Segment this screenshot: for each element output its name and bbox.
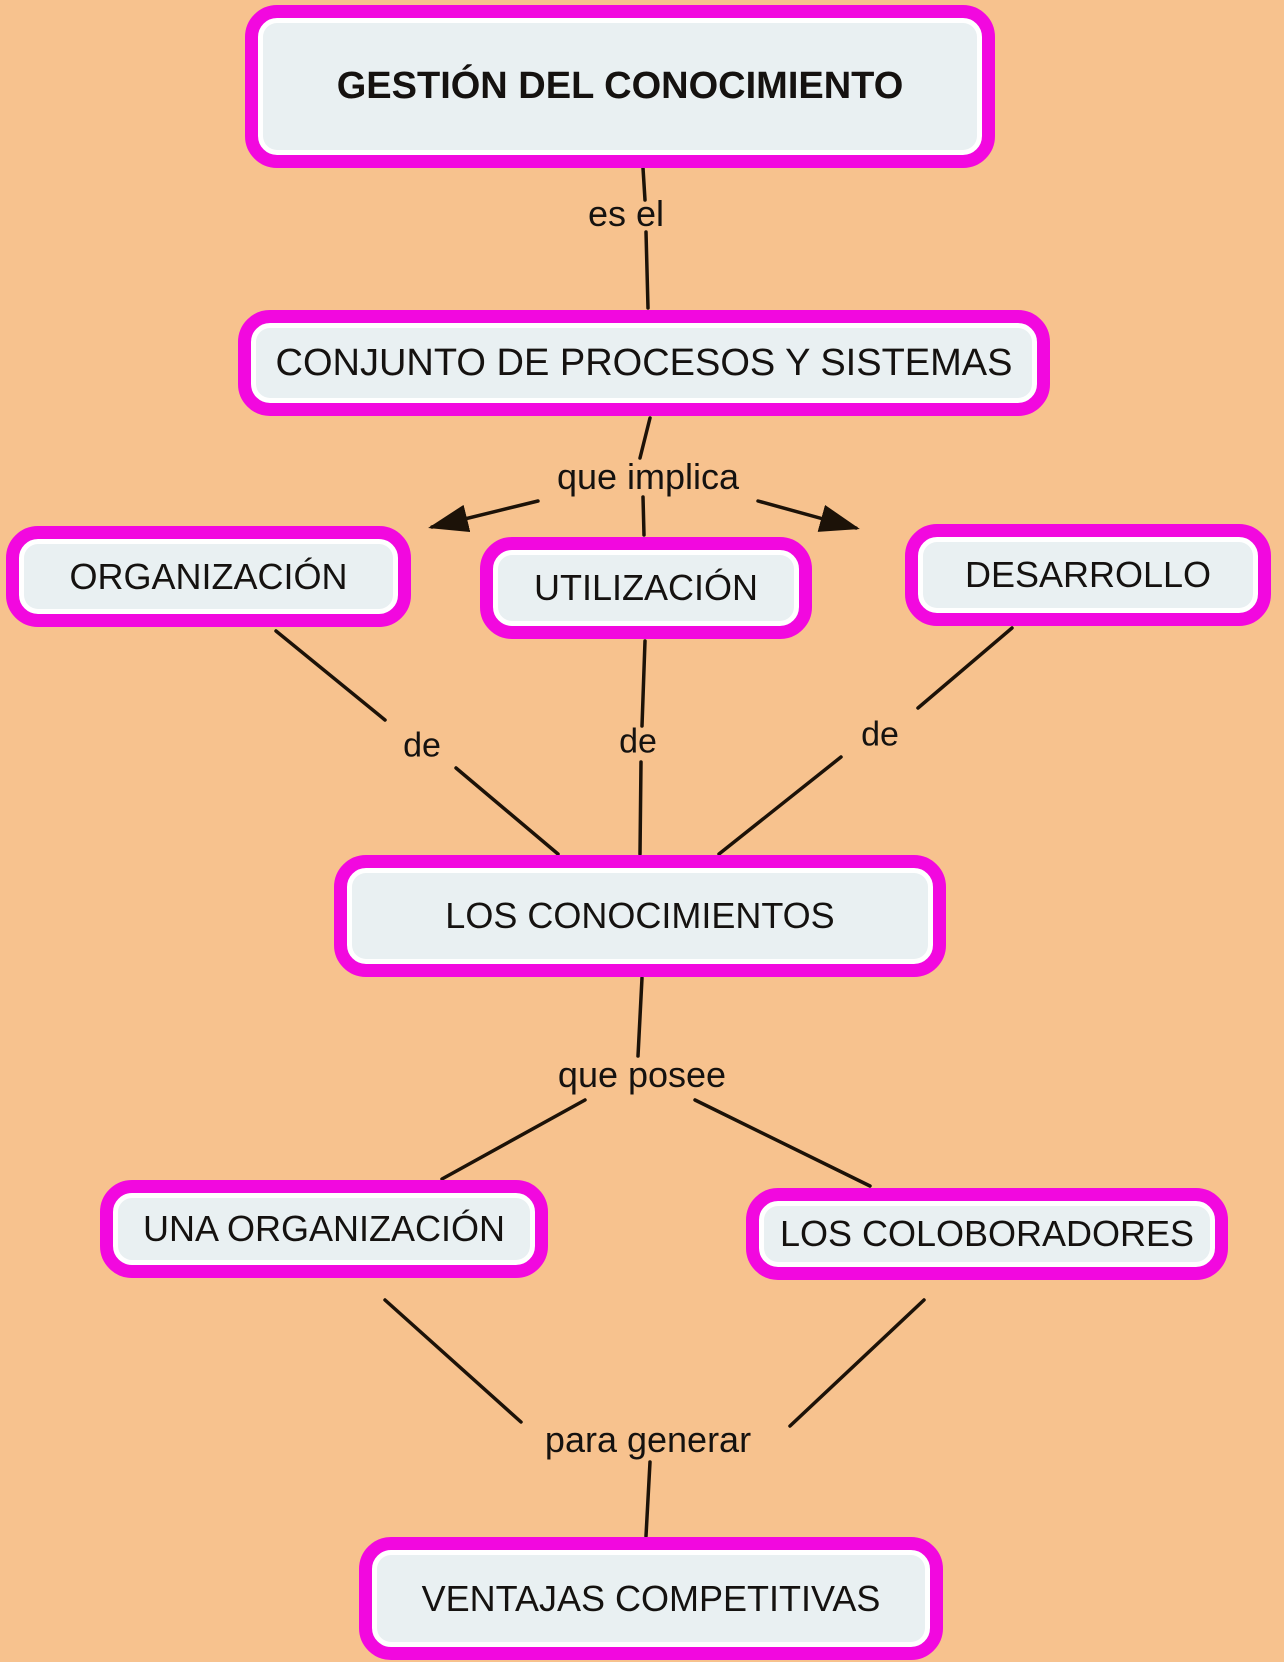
edge-label-que-implica: que implica (556, 456, 740, 497)
node-desarrollo: DESARROLLO (905, 524, 1271, 626)
node-label: LOS COLOBORADORES (779, 1213, 1195, 1254)
edge-label-para-generar: para generar (544, 1419, 752, 1460)
edge-queimplica-to-utilizacion (641, 495, 646, 537)
edge-organizacion-to-de (274, 629, 387, 722)
node-label: CONJUNTO DE PROCESOS Y SISTEMAS (275, 341, 1013, 384)
node-gestion-del-conocimiento: GESTIÓN DEL CONOCIMIENTO (245, 5, 995, 168)
edge-desarrollo-to-de (916, 626, 1014, 710)
edge-unaorganizacion-to-parageneral (383, 1298, 523, 1424)
node-ventajas-competitivas: VENTAJAS COMPETITIVAS (359, 1537, 943, 1660)
node-label: ORGANIZACIÓN (69, 555, 348, 597)
node-organizacion: ORGANIZACIÓN (6, 526, 411, 627)
edge-de-to-conocimientos-center (638, 760, 643, 856)
node-label: DESARROLLO (964, 554, 1212, 595)
edge-utilizacion-to-de (640, 639, 647, 728)
edge-label-que-posee: que posee (557, 1054, 727, 1095)
node-una-organizacion: UNA ORGANIZACIÓN (100, 1180, 548, 1278)
edge-colaboradores-to-parageneral (788, 1298, 926, 1428)
node-label: UTILIZACIÓN (533, 567, 758, 608)
edge-esel-to-conjunto (644, 230, 650, 310)
node-utilizacion: UTILIZACIÓN (480, 537, 812, 639)
edge-conjunto-to-queimplica (638, 416, 652, 460)
node-label: VENTAJAS COMPETITIVAS (421, 1577, 881, 1619)
node-conjunto-de-procesos-y-sistemas: CONJUNTO DE PROCESOS Y SISTEMAS (238, 310, 1050, 416)
edge-queimplica-to-organizacion-arrow (428, 499, 540, 533)
node-label: GESTIÓN DEL CONOCIMIENTO (336, 65, 904, 107)
edge-label-es-el: es el (587, 193, 665, 234)
node-los-coloboradores: LOS COLOBORADORES (746, 1188, 1228, 1280)
edge-queimplica-to-desarrollo-arrow (756, 499, 860, 532)
edge-label-de-left: de (403, 726, 441, 765)
node-label: LOS CONOCIMIENTOS (445, 895, 835, 936)
edge-gestion-to-esel (641, 166, 647, 202)
edge-conocimientos-to-queposee (636, 976, 644, 1058)
edge-de-to-conocimientos-right (717, 755, 843, 856)
node-label: UNA ORGANIZACIÓN (142, 1208, 506, 1249)
edge-queposee-to-colaboradores (693, 1098, 872, 1188)
edge-label-de-right: de (861, 715, 899, 754)
edge-de-to-conocimientos-left (454, 766, 560, 856)
edge-parageneral-to-ventajas (644, 1460, 652, 1538)
edge-label-de-center: de (619, 722, 657, 761)
node-los-conocimientos: LOS CONOCIMIENTOS (334, 855, 946, 977)
edge-queposee-to-unaorganizacion (440, 1098, 587, 1181)
